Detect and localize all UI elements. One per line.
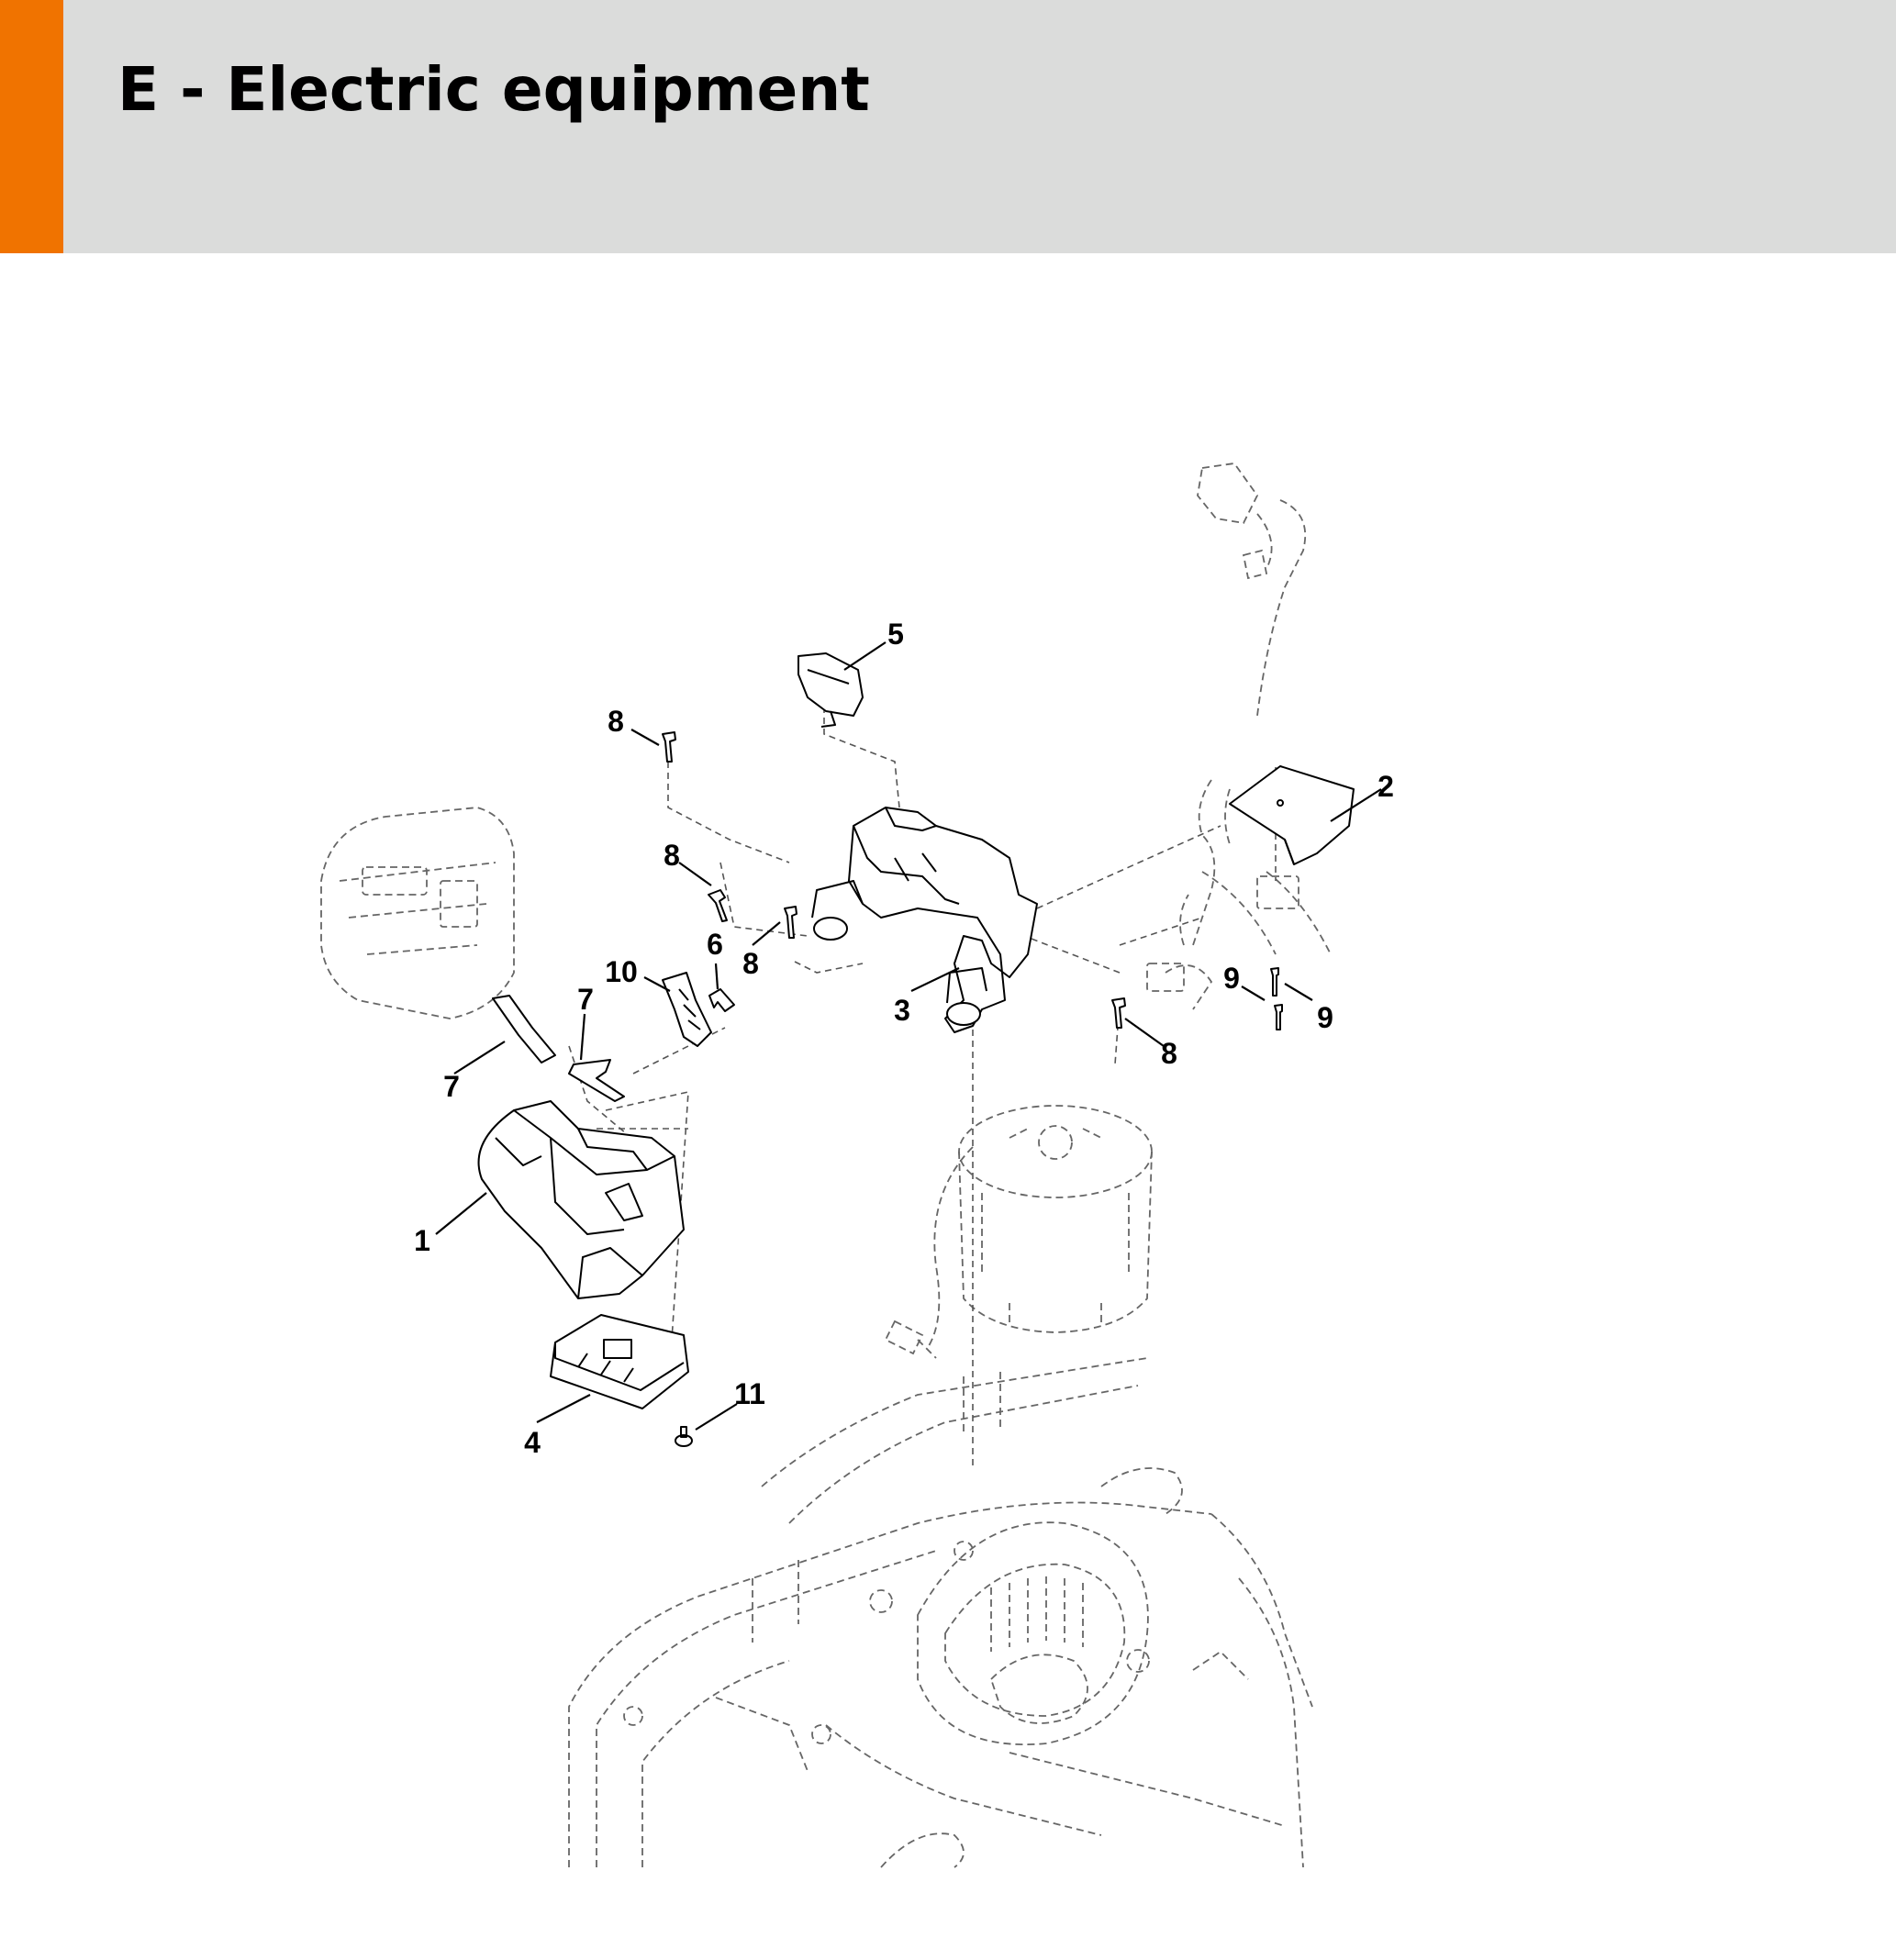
part-bracket-3 [811,807,1038,1033]
part-strip-7a [492,995,556,1064]
callout-7b: 7 [577,983,594,1016]
callout-labels: 1 2 3 4 5 6 7 7 8 8 8 8 9 9 10 11 [414,618,1394,1459]
callout-1: 1 [414,1224,430,1257]
callout-8c: 8 [742,947,759,980]
callout-8a: 8 [608,705,624,738]
part-cable-clip-10 [662,972,712,1047]
mower-deck-outline [568,1357,1313,1868]
part-nut-11 [675,1426,693,1447]
assembly-lines [568,696,1277,1468]
callout-10: 10 [605,955,638,988]
callout-11: 11 [734,1377,765,1410]
callout-2: 2 [1377,770,1394,803]
part-strip-7b [568,1059,625,1102]
header-band [0,0,1896,253]
callout-5: 5 [887,618,904,651]
screws-8 [662,731,1126,1029]
part-clip-6 [708,988,735,1012]
callout-4: 4 [524,1426,541,1459]
battery-pack-outline [320,807,515,1019]
callout-9b: 9 [1317,1001,1333,1034]
part-cover-plate-2 [1229,765,1355,865]
callout-3: 3 [894,994,910,1027]
callout-6: 6 [707,928,723,961]
electric-motor-outline [884,1105,1153,1359]
screws-9 [1270,967,1283,1030]
callout-8d: 8 [1161,1037,1177,1070]
page-title: E - Electric equipment [117,54,870,125]
part-battery-holder-1 [477,1100,685,1299]
cable-harness-outline [1146,462,1332,1010]
accent-bar [0,0,63,253]
callout-7a: 7 [443,1070,460,1103]
callout-8b: 8 [664,839,680,872]
callout-9a: 9 [1223,962,1240,995]
leader-lines [435,641,1382,1431]
part-control-module-4 [550,1314,689,1409]
